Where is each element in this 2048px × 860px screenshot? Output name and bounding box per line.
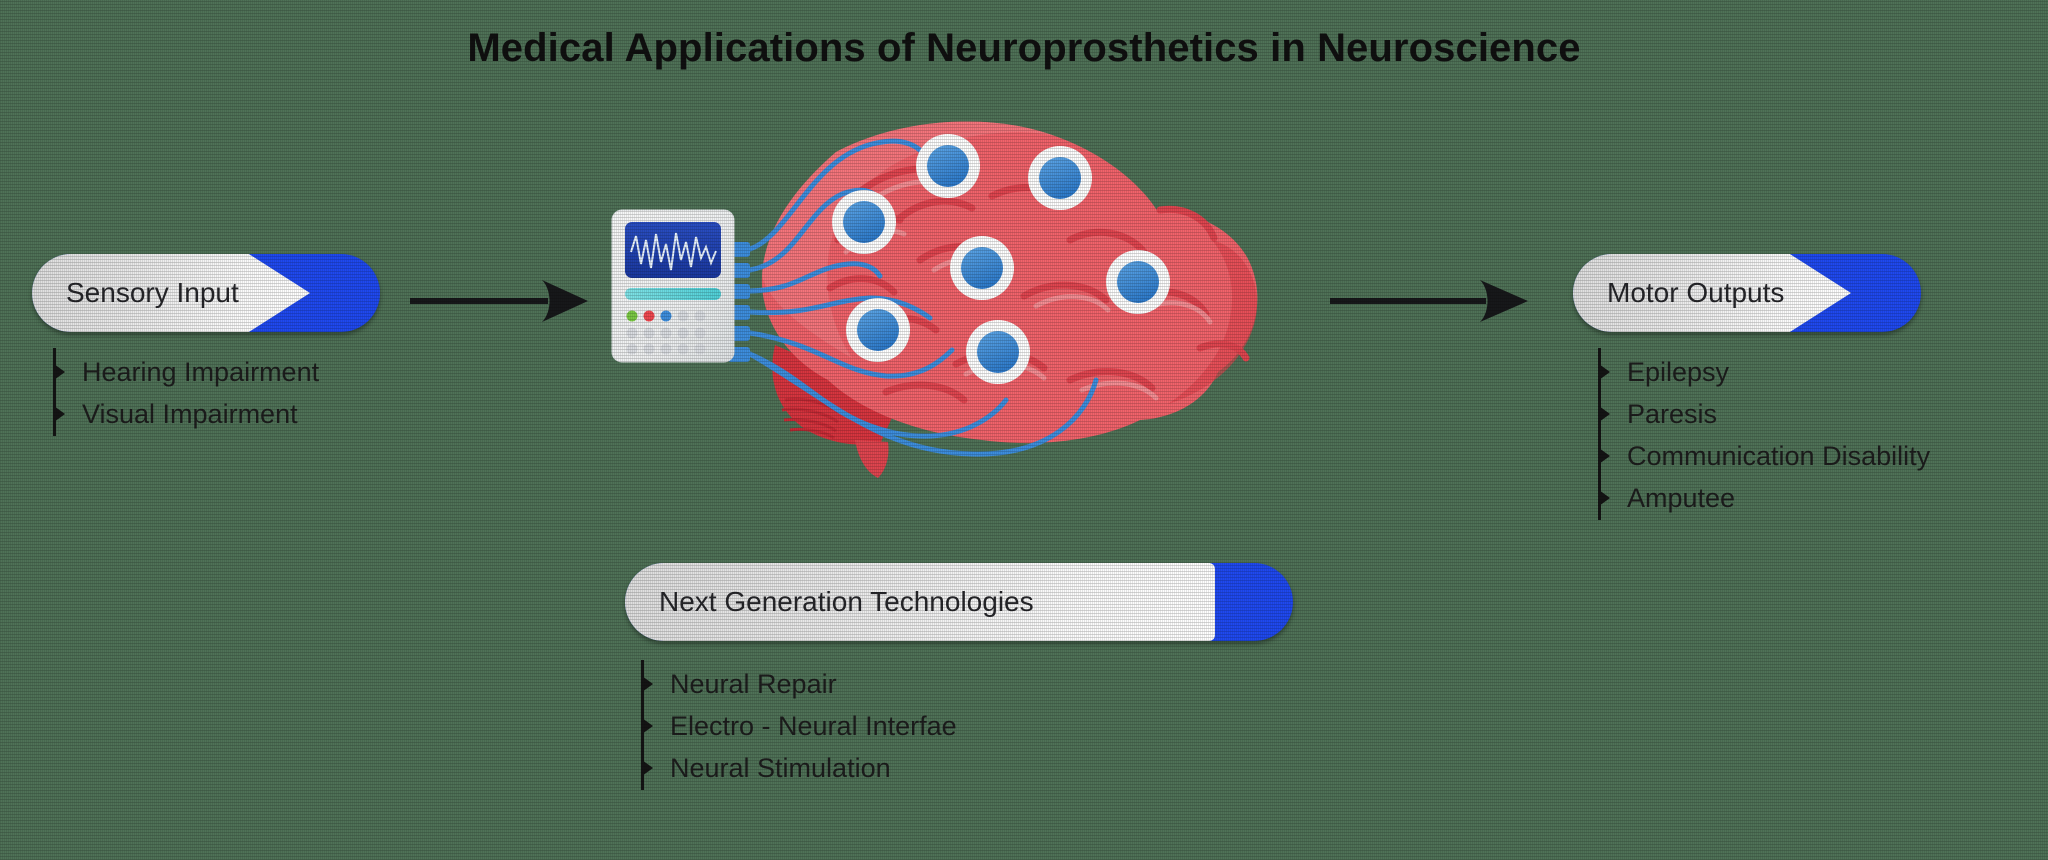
page-title: Medical Applications of Neuroprosthetics… <box>467 26 1581 70</box>
badge-light-plate <box>625 563 1215 641</box>
electrode <box>832 190 896 254</box>
next-generation-technologies-badge[interactable]: Next Generation Technologies <box>625 563 1293 641</box>
electrode <box>916 134 980 198</box>
triangle-bullet-icon <box>1599 490 1610 506</box>
triangle-bullet-icon <box>1599 364 1610 380</box>
list-item-label: Electro - Neural Interfae <box>670 711 957 741</box>
electrode-wires <box>747 138 1099 457</box>
list-item-label: Neural Repair <box>670 669 837 699</box>
electrode <box>950 236 1014 300</box>
eeg-waveform <box>630 232 717 271</box>
triangle-bullet-icon <box>54 406 65 422</box>
list-item-label: Neural Stimulation <box>670 753 891 783</box>
list-item-label: Paresis <box>1627 399 1718 429</box>
motor-outputs-label: Motor Outputs <box>1607 277 1785 308</box>
brain-electrodes <box>832 134 1170 384</box>
badge-light-plate <box>32 254 310 332</box>
eeg-monitor-device <box>611 209 750 363</box>
triangle-bullet-icon <box>1599 406 1610 422</box>
electrode <box>846 298 910 362</box>
list-item-label: Communication Disability <box>1627 441 1931 471</box>
list-item-label: Amputee <box>1627 483 1736 513</box>
list-item[interactable]: Electro - Neural Interfae <box>640 711 957 741</box>
list-item[interactable]: Hearing Impairment <box>52 357 320 387</box>
sensory-input-label: Sensory Input <box>66 277 239 308</box>
list-item-label: Hearing Impairment <box>82 357 320 387</box>
human-brain <box>761 121 1258 478</box>
list-item[interactable]: Epilepsy <box>1597 357 1930 387</box>
triangle-bullet-icon <box>642 760 653 776</box>
motor-outputs-badge[interactable]: Motor Outputs <box>1573 254 1921 332</box>
device-indicator-lights <box>626 310 706 355</box>
arrow-device-to-motor <box>1330 278 1530 329</box>
arrow-sensory-to-device <box>410 278 590 329</box>
list-item[interactable]: Paresis <box>1597 399 1930 429</box>
next-generation-technologies-label: Next Generation Technologies <box>659 586 1034 617</box>
list-item[interactable]: Communication Disability <box>1597 441 1931 471</box>
list-item-label: Visual Impairment <box>82 399 298 429</box>
electrode <box>1106 250 1170 314</box>
list-item[interactable]: Neural Repair <box>640 669 957 699</box>
list-item[interactable]: Amputee <box>1597 483 1930 513</box>
list-item[interactable]: Neural Stimulation <box>640 753 957 783</box>
sensory-input-badge[interactable]: Sensory Input <box>32 254 380 332</box>
next-generation-list: Neural Repair Electro - Neural Interfae … <box>640 660 957 798</box>
list-item[interactable]: Visual Impairment <box>52 399 319 429</box>
electrode <box>1028 146 1092 210</box>
brain-with-electrodes-and-eeg-device <box>600 100 1340 500</box>
badge-light-plate <box>1573 254 1851 332</box>
sensory-input-list: Hearing Impairment Visual Impairment <box>52 348 320 444</box>
triangle-bullet-icon <box>54 364 65 380</box>
triangle-bullet-icon <box>642 718 653 734</box>
triangle-bullet-icon <box>1599 448 1610 464</box>
motor-outputs-list: Epilepsy Paresis Communication Disabilit… <box>1597 348 1931 528</box>
list-item-label: Epilepsy <box>1627 357 1730 387</box>
electrode <box>966 320 1030 384</box>
triangle-bullet-icon <box>642 676 653 692</box>
